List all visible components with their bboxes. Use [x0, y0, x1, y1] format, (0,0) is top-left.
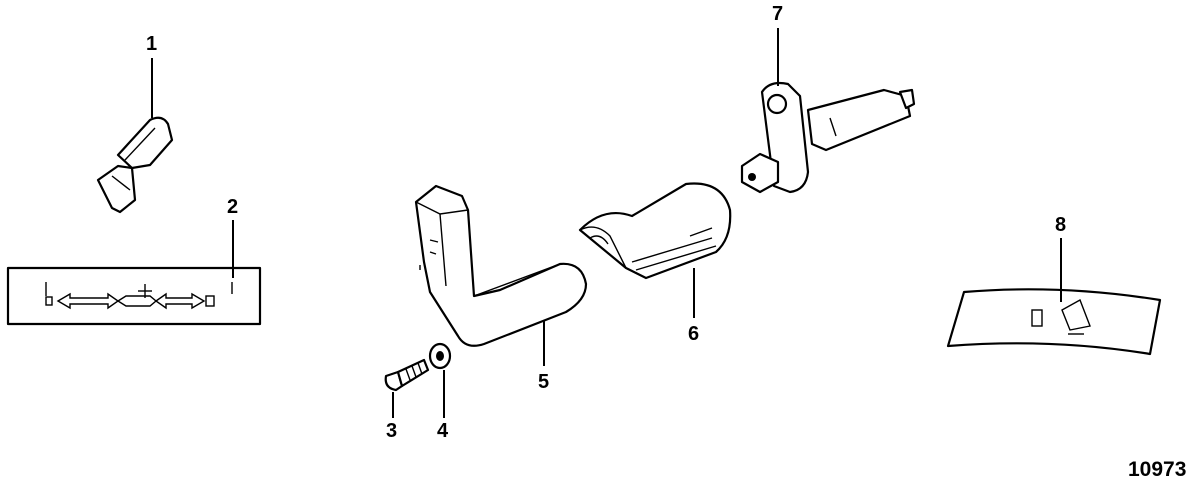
part-2-decal [6, 266, 262, 326]
part-8-decal [946, 288, 1162, 356]
callout-8: 8 [1055, 214, 1066, 236]
callout-4: 4 [437, 420, 449, 442]
part-7-shaft [740, 81, 916, 194]
part-1-clip [96, 116, 174, 214]
callout-2: 2 [227, 196, 238, 218]
callout-3: 3 [386, 420, 397, 442]
part-4-washer [428, 342, 452, 370]
callout-1: 1 [146, 33, 157, 55]
callout-6: 6 [688, 323, 699, 345]
callout-7: 7 [772, 3, 783, 25]
figure-number: 10973 [1128, 458, 1186, 481]
part-6-cover [578, 182, 732, 280]
callout-5: 5 [538, 371, 549, 393]
part-5-lever [414, 184, 588, 347]
part-3-screw [384, 358, 430, 392]
